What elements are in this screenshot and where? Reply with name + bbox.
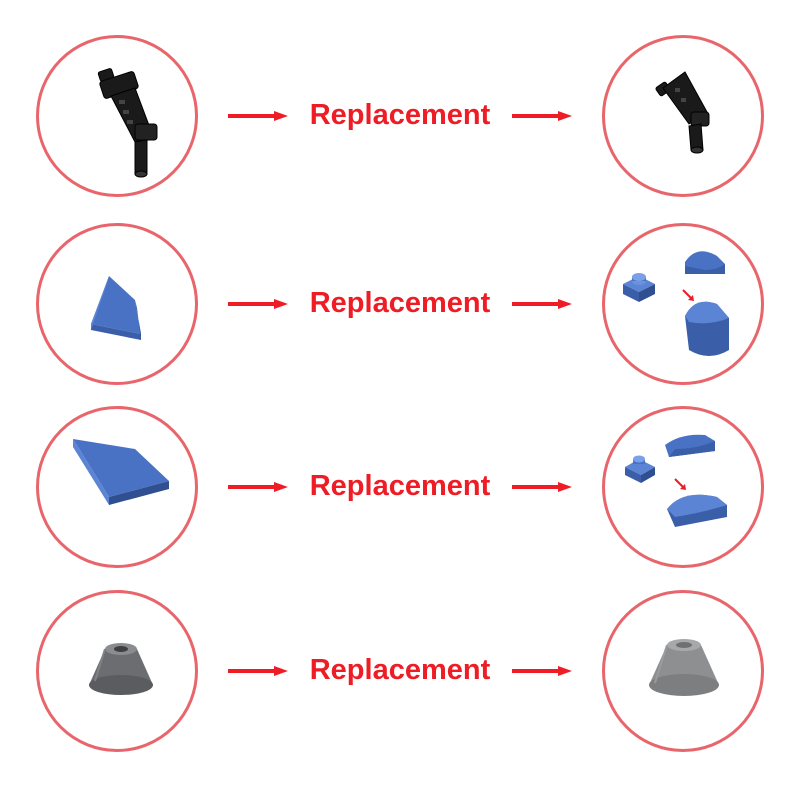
dark-gray-cone-image	[89, 643, 153, 695]
right-arrow-icon	[228, 299, 288, 309]
replacement-label: Replacement	[309, 99, 491, 131]
replacement-part-circle	[602, 35, 764, 197]
down-arrow-icon	[682, 289, 695, 302]
black-blaster-part-alt-image	[655, 71, 710, 154]
replacement-caption: Replacement	[228, 464, 574, 510]
replacement-row-1: Replacement	[0, 35, 800, 219]
right-arrow-icon	[512, 666, 572, 676]
replacement-label: Replacement	[309, 654, 491, 686]
replacement-row-4: Replacement	[0, 590, 800, 774]
original-part-circle	[36, 223, 198, 385]
replacement-part-circle	[602, 590, 764, 752]
right-arrow-icon	[512, 299, 572, 309]
down-arrow-icon	[674, 478, 687, 491]
original-part-circle	[36, 590, 198, 752]
right-arrow-icon	[512, 111, 572, 121]
original-part-circle	[36, 35, 198, 197]
replacement-caption: Replacement	[228, 648, 574, 694]
right-arrow-icon	[228, 482, 288, 492]
replacement-caption: Replacement	[228, 93, 574, 139]
blue-plate-and-curved-slope-image	[623, 251, 729, 356]
replacement-label: Replacement	[309, 470, 491, 502]
blue-long-wedge-tile-image	[73, 439, 169, 505]
blue-wedge-tile-image	[91, 276, 141, 340]
replacement-part-circle	[602, 223, 764, 385]
replacement-row-2: Replacement	[0, 223, 800, 407]
right-arrow-icon	[228, 111, 288, 121]
replacement-caption: Replacement	[228, 281, 574, 327]
replacement-part-circle	[602, 406, 764, 568]
replacement-row-3: Replacement	[0, 406, 800, 590]
original-part-circle	[36, 406, 198, 568]
blue-plate-and-curved-slope-image	[625, 434, 727, 527]
right-arrow-icon	[228, 666, 288, 676]
black-blaster-part-image	[97, 68, 158, 178]
right-arrow-icon	[512, 482, 572, 492]
light-gray-cone-image	[649, 639, 719, 696]
replacement-label: Replacement	[309, 287, 491, 319]
